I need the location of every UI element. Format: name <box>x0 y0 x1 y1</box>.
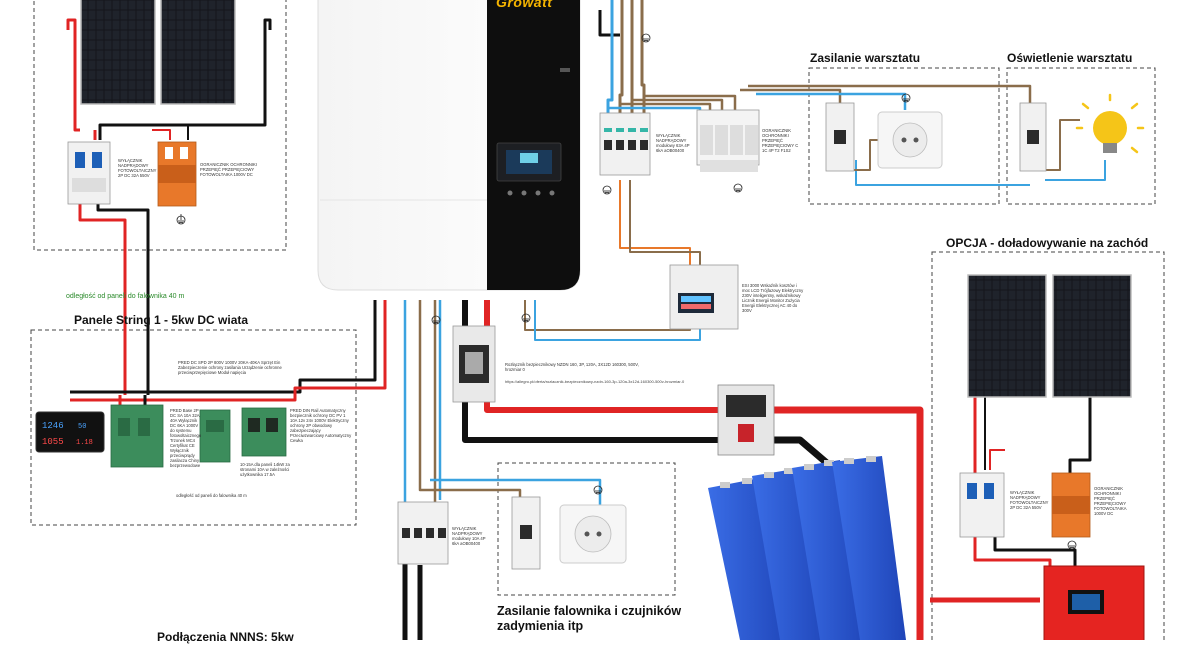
breaker-icon <box>511 496 541 570</box>
meter-reading-top-right: 50 <box>78 423 86 431</box>
fuse-switch-icon <box>452 325 496 403</box>
box-workshop-power <box>808 67 1000 205</box>
battery-icon <box>752 468 830 640</box>
box-workshop-light <box>1006 67 1156 205</box>
section-title-string1: Panele String 1 - 5kw DC wiata <box>74 313 249 327</box>
breaker-icon <box>825 102 855 172</box>
meter-icon <box>669 264 739 330</box>
breaker-icon <box>717 384 775 456</box>
note-spd-ac-top: OGRANICZNIK OCHRONNIKI PRZEPIĘĆ PRZEPIĘC… <box>762 128 799 153</box>
note-breaker-inv: WYŁĄCZNIK NADPRĄDOWY modułowy 10A 4P 6kA… <box>452 526 486 546</box>
breaker-icon <box>110 404 164 468</box>
solar-panel-icon <box>80 0 156 105</box>
breaker-icon <box>959 472 1005 538</box>
ground-icon <box>1067 540 1077 550</box>
ground-icon <box>602 185 612 195</box>
solar-panel-icon <box>160 0 236 105</box>
devices: 1246 50 1055 1.18 <box>35 93 1145 645</box>
solar-panel-icon <box>1052 274 1132 398</box>
battery-icon <box>792 460 868 640</box>
ground-icon <box>901 93 911 103</box>
ground-icon <box>593 485 603 495</box>
distance-note-green: odległość od paneli do falownika 40 m <box>66 293 185 300</box>
breaker-icon <box>241 407 287 457</box>
section-title-option-west: OPCJA - doładowywanie na zachód <box>946 236 1149 250</box>
solar-panel-icon <box>967 274 1047 398</box>
outlet-icon <box>877 111 943 169</box>
note-pv-switch-top: WYŁĄCZNIK NADPRĄDOWY FOTOWOLTAICZNY 2P D… <box>118 158 157 178</box>
note-breaker-ac-top: WYŁĄCZNIK NADPRĄDOWY modułowy 63A 4P 6kA… <box>656 133 690 153</box>
ground-icon <box>431 315 441 325</box>
inverter <box>317 0 581 291</box>
breaker-icon <box>599 112 651 176</box>
meter-reading-bottom: 1055 <box>42 437 64 447</box>
battery-pack <box>708 456 906 640</box>
solar-panels <box>80 0 1132 398</box>
dashed-boxes <box>30 0 1165 645</box>
charge-controller-icon <box>1043 565 1145 645</box>
note-spd-top: OGRANICZNIK OCHRONNIKI PRZEPIĘĆ PRZEPIĘC… <box>200 162 257 177</box>
ground-icon <box>176 214 186 225</box>
note-fuse-switch: Rozłącznik bezpiecznikowy NZDN 160, 3P, … <box>505 362 639 372</box>
battery-icon <box>708 478 792 640</box>
meter-icon: 1246 50 1055 1.18 <box>35 411 105 453</box>
section-title-workshop-light: Oświetlenie warsztatu <box>1007 51 1133 65</box>
note-mcb-string: PRED DIN Rail Automatyczny bezpiecznik o… <box>290 408 352 443</box>
section-title-inverter-supply: Zasilanie falownika i czujników zadymien… <box>497 604 682 633</box>
distance-note-black: odległość od paneli do falownika 40 m <box>176 493 247 498</box>
breaker-icon <box>397 501 449 565</box>
box-option-west <box>931 251 1165 645</box>
battery-icon <box>832 456 906 640</box>
note-fuse-string: PRED Base 2P DC SA 10A 32A 40A Wyłącznik… <box>170 408 202 468</box>
meter-reading-bottom-right: 1.18 <box>76 439 93 447</box>
note-spd-right: OGRANICZNIK OCHRONNIKI PRZEPIĘĆ PRZEPIĘC… <box>1094 486 1127 516</box>
wires <box>66 0 1106 640</box>
note-spd-string: PRED DC SPD 2P 800V 1000V 20KA-40KA Sprz… <box>178 360 282 375</box>
brand-logo: Growatt <box>496 0 553 10</box>
note-string-fuse-small: 10-15A dla paneli 14kW za stronami 10A w… <box>240 462 290 477</box>
section-title-workshop-power: Zasilanie warsztatu <box>810 51 921 65</box>
ground-icons <box>176 33 1077 550</box>
bulb-icon <box>1075 93 1145 154</box>
breaker-icon <box>199 409 231 463</box>
ground-icon <box>521 313 531 323</box>
section-title-bottom-cut: Podłączenia NNNS: 5kw <box>157 630 294 644</box>
note-pv-switch-right: WYŁĄCZNIK NADPRĄDOWY FOTOWOLTAICZNY 2P D… <box>1010 490 1049 510</box>
meter-reading-top: 1246 <box>42 421 64 431</box>
outlet-icon <box>559 504 627 564</box>
box-top-left <box>33 0 287 251</box>
surge-protector-icon <box>157 141 197 207</box>
breaker-icon <box>67 141 111 205</box>
note-meter: ESI 3000 Wskaźnik kosztów i moc LCD Trój… <box>742 283 804 313</box>
ground-icon <box>733 183 743 193</box>
surge-protector-icon <box>696 109 760 172</box>
breaker-icon <box>1019 102 1047 172</box>
surge-protector-icon <box>1051 472 1091 538</box>
box-string1 <box>30 329 357 526</box>
note-url: https://allegro.pl/oferta/rozlacznik-bez… <box>505 379 685 384</box>
ground-icon <box>641 33 651 43</box>
